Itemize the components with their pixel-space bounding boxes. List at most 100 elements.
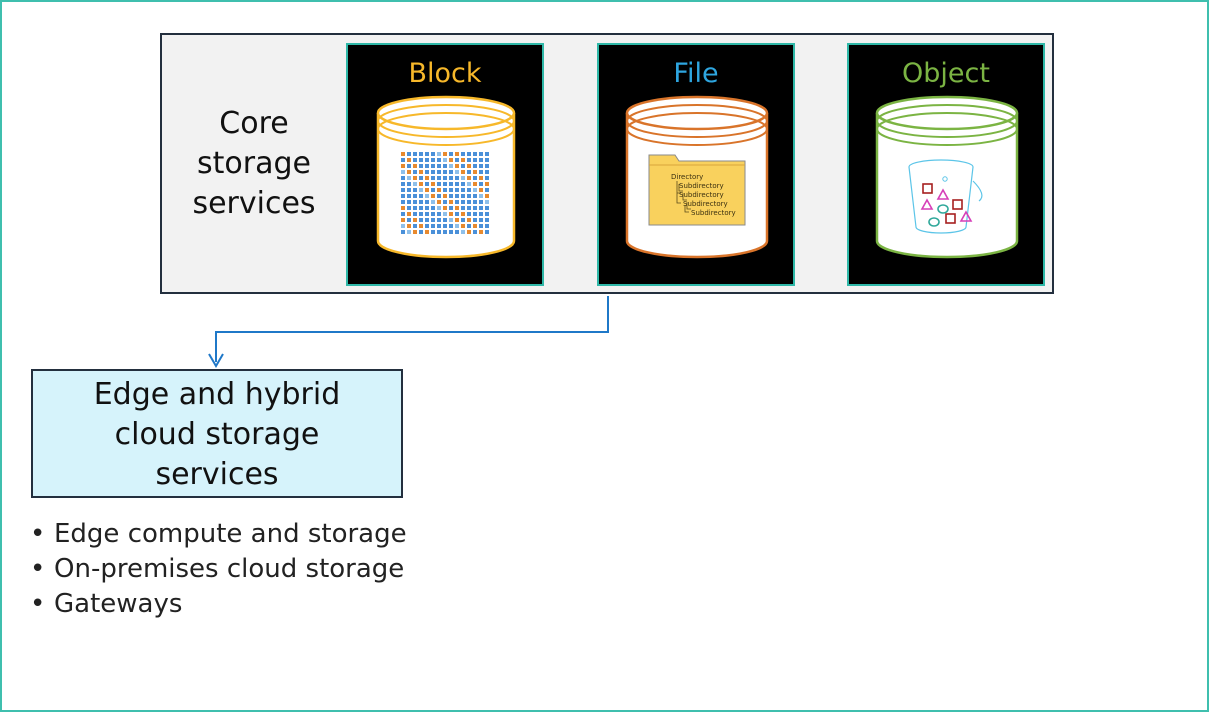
- block-cell: [407, 170, 411, 174]
- block-cell: [437, 230, 441, 234]
- block-cell: [413, 194, 417, 198]
- block-cell: [479, 176, 483, 180]
- block-cell: [455, 200, 459, 204]
- file-title: File: [673, 58, 719, 89]
- block-cell: [473, 218, 477, 222]
- block-cell: [431, 200, 435, 204]
- block-cell: [449, 218, 453, 222]
- block-cell: [455, 218, 459, 222]
- block-cell: [443, 224, 447, 228]
- block-cell: [473, 152, 477, 156]
- block-cell: [473, 158, 477, 162]
- block-storage-tile: Block: [346, 43, 544, 286]
- block-cell: [467, 188, 471, 192]
- block-cell: [467, 182, 471, 186]
- block-cell: [455, 176, 459, 180]
- block-cell: [467, 164, 471, 168]
- block-cell: [485, 164, 489, 168]
- block-cell: [425, 200, 429, 204]
- list-item: Edge compute and storage: [28, 517, 407, 552]
- block-cell: [419, 176, 423, 180]
- block-cell: [467, 230, 471, 234]
- block-cell: [449, 212, 453, 216]
- block-cell: [449, 194, 453, 198]
- block-cell: [437, 176, 441, 180]
- block-cell: [473, 164, 477, 168]
- block-cell: [461, 194, 465, 198]
- block-cell: [461, 200, 465, 204]
- block-cell: [407, 200, 411, 204]
- block-cell: [401, 152, 405, 156]
- block-cell: [485, 188, 489, 192]
- block-cell: [413, 206, 417, 210]
- folder-line: Subdirectory: [691, 209, 736, 217]
- block-cell: [479, 194, 483, 198]
- block-cell: [467, 170, 471, 174]
- block-cell: [479, 206, 483, 210]
- block-cell: [455, 230, 459, 234]
- block-cell: [401, 164, 405, 168]
- block-cell: [419, 164, 423, 168]
- block-cell: [431, 188, 435, 192]
- block-cell: [407, 224, 411, 228]
- block-cell: [437, 194, 441, 198]
- block-title: Block: [408, 58, 482, 89]
- block-cell: [455, 194, 459, 198]
- block-cell: [419, 206, 423, 210]
- object-cylinder-icon: [875, 95, 1019, 259]
- block-cell: [431, 176, 435, 180]
- block-cell: [431, 182, 435, 186]
- block-cell: [407, 176, 411, 180]
- block-cell: [473, 188, 477, 192]
- block-cell: [485, 194, 489, 198]
- block-cell: [479, 158, 483, 162]
- block-cell: [443, 212, 447, 216]
- block-cell: [467, 158, 471, 162]
- block-cell: [425, 230, 429, 234]
- core-label-line: storage: [197, 146, 311, 181]
- block-cell: [485, 224, 489, 228]
- block-cell: [443, 188, 447, 192]
- block-cell: [479, 212, 483, 216]
- block-cell: [401, 176, 405, 180]
- block-cell: [449, 152, 453, 156]
- block-cell: [455, 212, 459, 216]
- block-cell: [467, 212, 471, 216]
- block-cell: [419, 194, 423, 198]
- block-cell: [485, 218, 489, 222]
- block-cell: [449, 176, 453, 180]
- block-cell: [479, 230, 483, 234]
- block-cell: [449, 230, 453, 234]
- block-cell: [437, 170, 441, 174]
- block-cell: [413, 158, 417, 162]
- block-cell: [437, 164, 441, 168]
- block-cell: [425, 206, 429, 210]
- block-cell: [419, 182, 423, 186]
- block-cell: [401, 182, 405, 186]
- block-cell: [431, 164, 435, 168]
- block-cell: [419, 224, 423, 228]
- block-cell: [407, 164, 411, 168]
- block-cell: [413, 224, 417, 228]
- block-cell: [413, 188, 417, 192]
- block-cell: [485, 200, 489, 204]
- block-cell: [485, 182, 489, 186]
- block-cell: [401, 194, 405, 198]
- object-title: Object: [902, 58, 990, 89]
- block-cell: [467, 194, 471, 198]
- block-cell: [425, 158, 429, 162]
- block-cell: [419, 158, 423, 162]
- block-cell: [485, 152, 489, 156]
- block-cell: [467, 152, 471, 156]
- block-cell: [401, 212, 405, 216]
- block-cell: [461, 152, 465, 156]
- folder-line: Subdirectory: [679, 191, 724, 199]
- core-storage-label: Core storage services: [166, 104, 342, 224]
- block-cell: [461, 206, 465, 210]
- block-cell: [485, 170, 489, 174]
- block-cell: [467, 176, 471, 180]
- block-cell: [437, 182, 441, 186]
- block-cell: [455, 188, 459, 192]
- edge-title-line: cloud storage: [114, 417, 320, 452]
